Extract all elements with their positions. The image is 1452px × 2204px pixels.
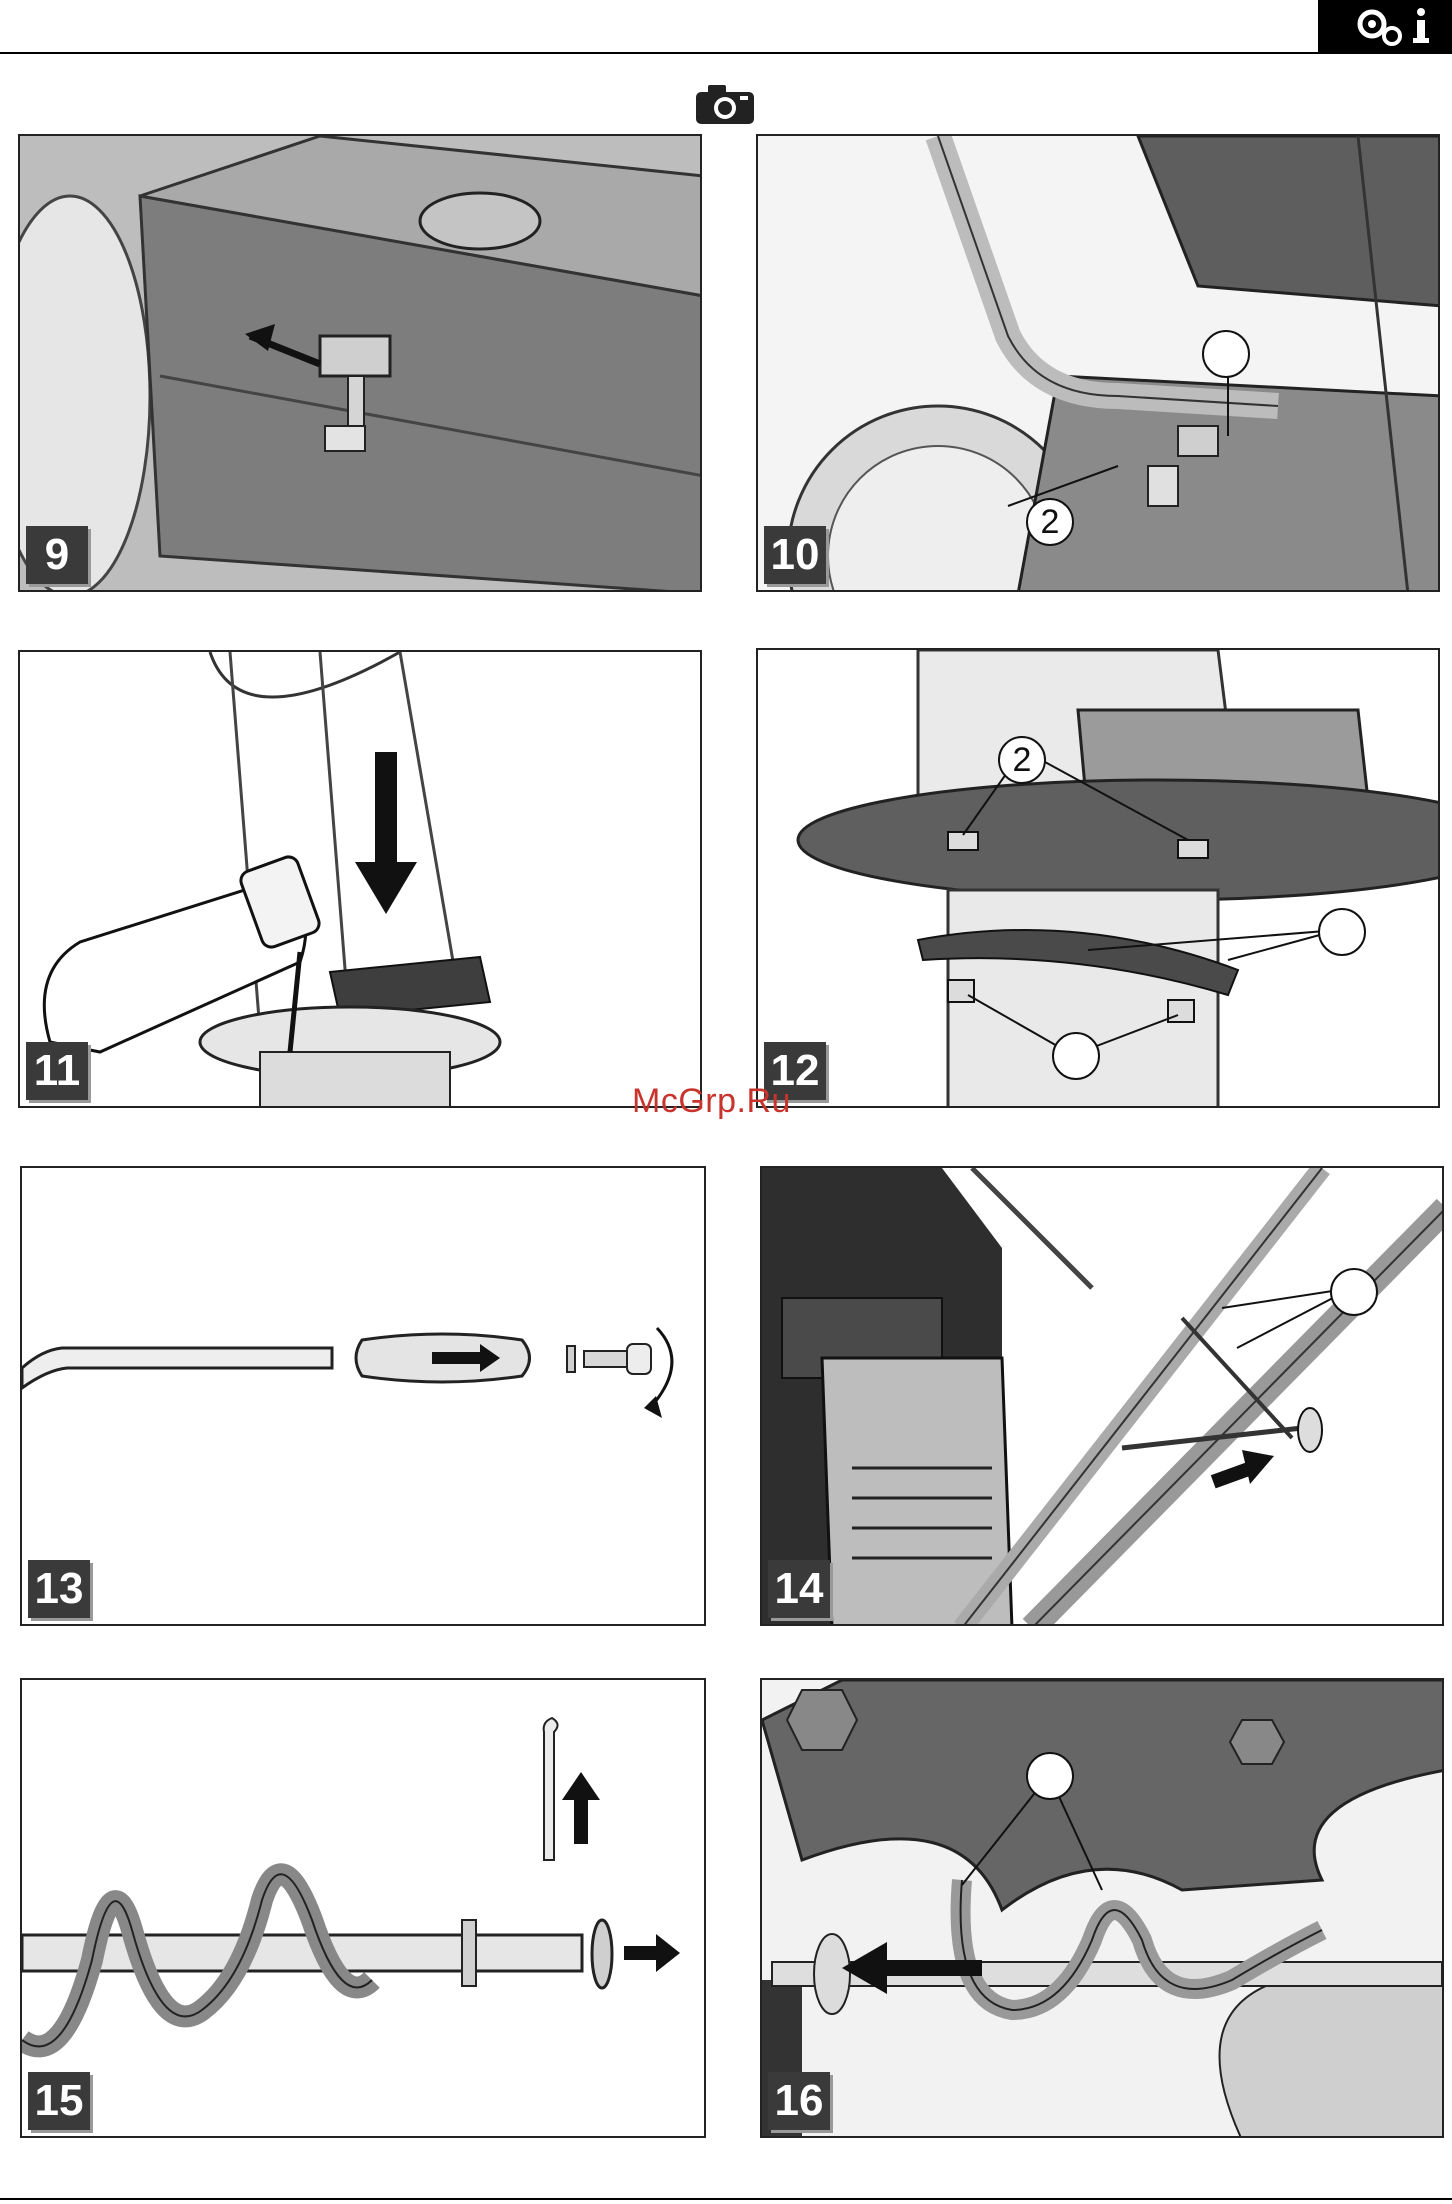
figure-9: 9 — [18, 134, 702, 592]
figure-12-illustration — [758, 650, 1440, 1108]
figure-9-illustration — [20, 136, 702, 592]
figure-number: 15 — [28, 2072, 90, 2130]
callout: 2 — [998, 736, 1046, 784]
callout — [1202, 330, 1250, 378]
callout — [1026, 1752, 1074, 1800]
figure-11-illustration — [20, 652, 702, 1108]
figure-10-illustration — [758, 136, 1440, 592]
figure-14-illustration — [762, 1168, 1444, 1626]
figure-16: 16 — [760, 1678, 1444, 2138]
figure-13: 13 — [20, 1166, 706, 1626]
figure-14: 14 — [760, 1166, 1444, 1626]
camera-icon — [694, 82, 756, 126]
callout — [1052, 1032, 1100, 1080]
bottom-rule — [0, 2198, 1452, 2200]
figure-15-illustration — [22, 1680, 706, 2138]
top-rule — [0, 52, 1452, 54]
figure-number: 13 — [28, 1560, 90, 1618]
watermark-text: McGrp.Ru — [632, 1082, 791, 1121]
figure-number: 14 — [768, 1560, 830, 1618]
figure-number: 9 — [26, 526, 88, 584]
figure-10: 2 10 — [756, 134, 1440, 592]
header-tab — [1318, 0, 1452, 53]
figure-number: 16 — [768, 2072, 830, 2130]
figure-13-illustration — [22, 1168, 706, 1626]
figure-15: 15 — [20, 1678, 706, 2138]
figure-16-illustration — [762, 1680, 1444, 2138]
figure-number: 10 — [764, 526, 826, 584]
figure-11: 11 — [18, 650, 702, 1108]
gears-info-icon — [1318, 0, 1452, 53]
figure-12: 2 12 — [756, 648, 1440, 1108]
callout — [1318, 908, 1366, 956]
callout — [1330, 1268, 1378, 1316]
figure-number: 11 — [26, 1042, 88, 1100]
callout: 2 — [1026, 498, 1074, 546]
